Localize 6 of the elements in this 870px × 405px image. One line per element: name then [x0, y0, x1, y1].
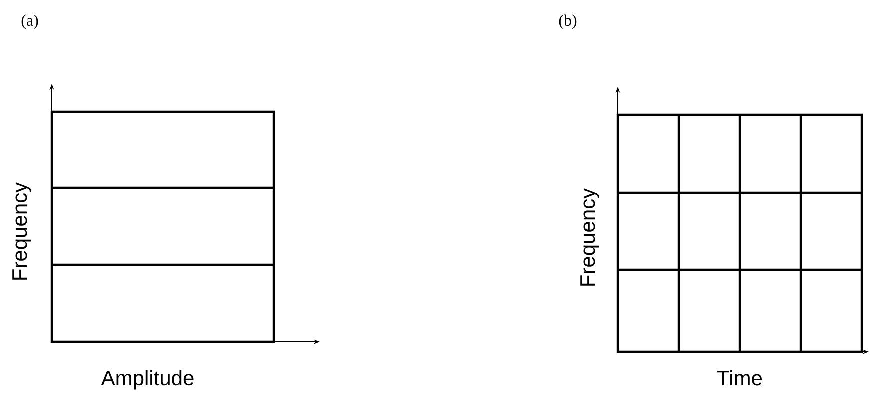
panel-label: (b) — [559, 14, 577, 30]
axis-label: Amplitude — [101, 370, 194, 390]
axis-label: Time — [718, 370, 762, 386]
panel-label: (a) — [22, 14, 38, 30]
axis-label: Frequency — [580, 188, 600, 286]
axis-label: Frequency — [12, 182, 32, 280]
